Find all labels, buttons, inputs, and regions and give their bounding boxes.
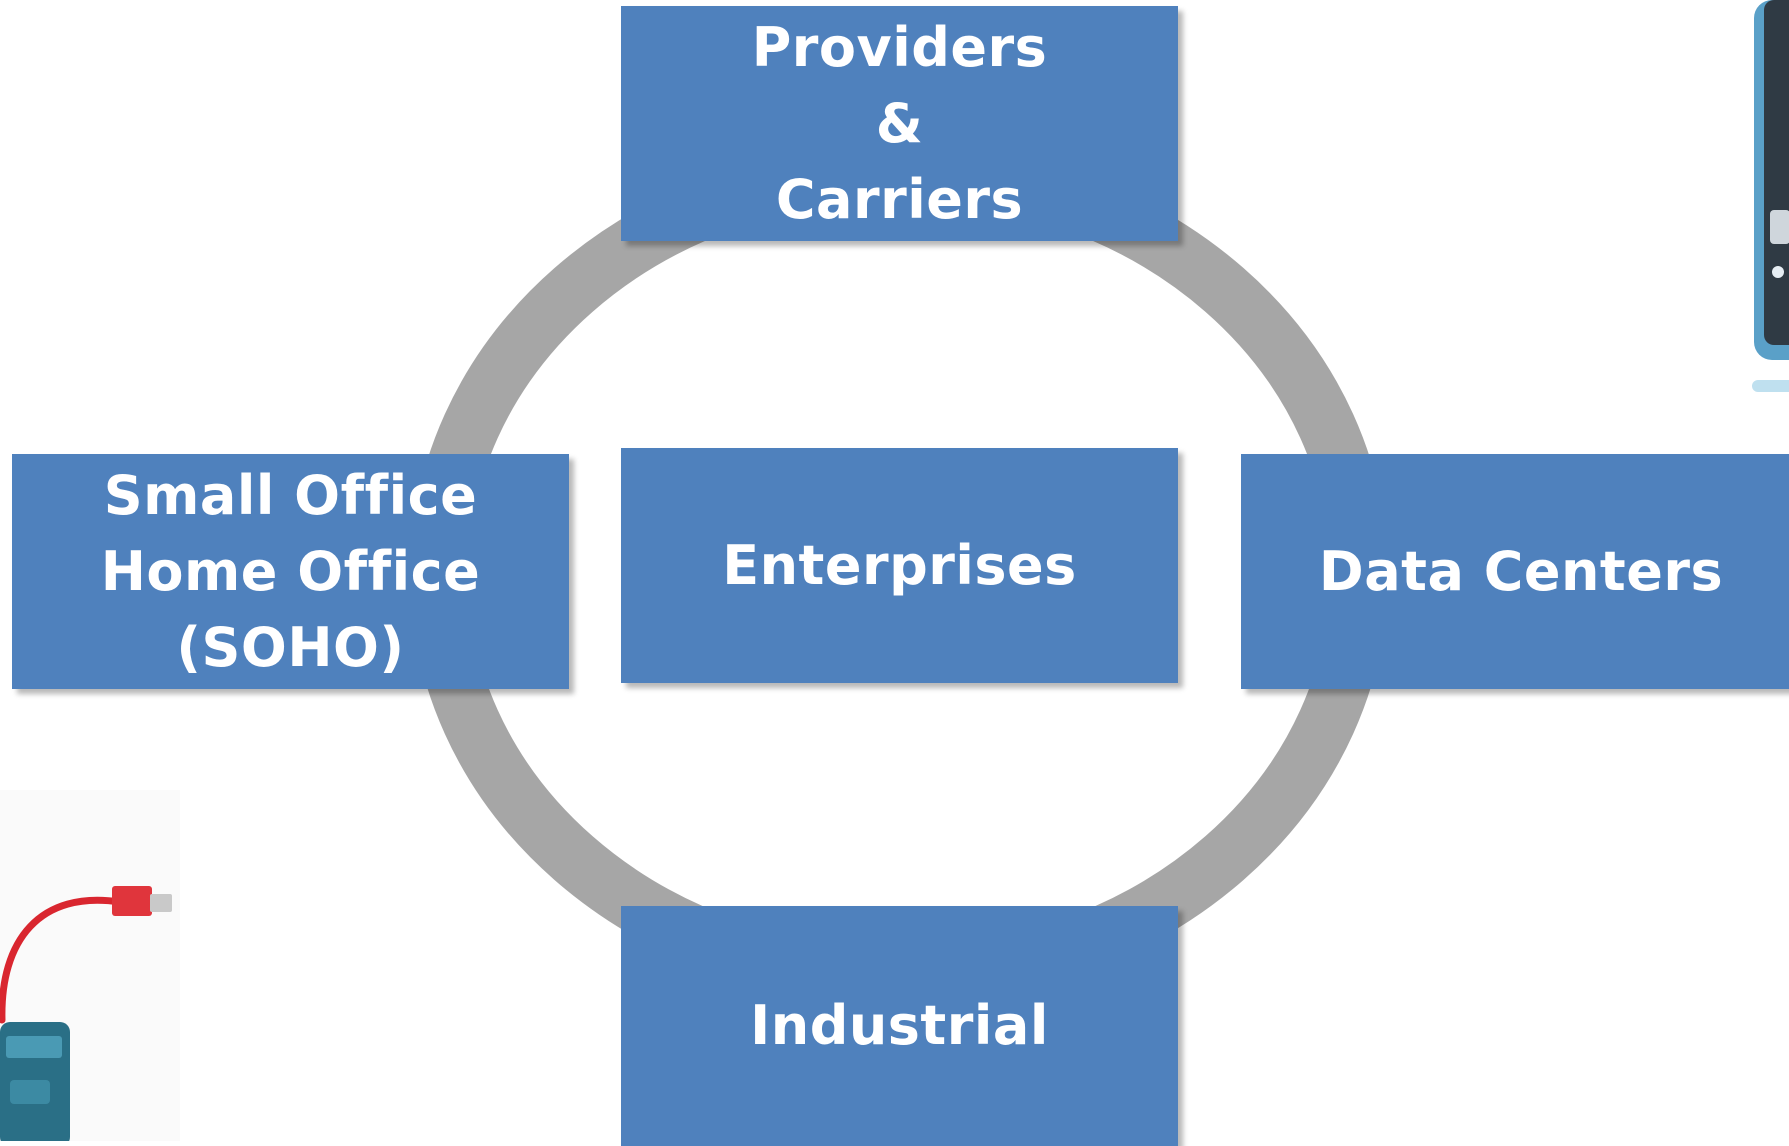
node-label-line: Small Office xyxy=(103,463,478,527)
node-soho: Small Office Home Office (SOHO) xyxy=(12,454,569,689)
node-label-line: Industrial xyxy=(750,994,1049,1057)
node-enterprises: Enterprises xyxy=(621,448,1178,683)
node-label-line: & xyxy=(875,91,924,155)
node-label-line: Enterprises xyxy=(722,533,1077,597)
node-data-centers: Data Centers xyxy=(1241,454,1789,689)
node-providers-carriers: Providers & Carriers xyxy=(621,6,1178,241)
handheld-tester-image xyxy=(1752,0,1789,392)
cable-tester-image xyxy=(0,790,180,1141)
node-label-line: Data Centers xyxy=(1318,539,1724,603)
node-label-line: Home Office xyxy=(100,539,481,603)
node-industrial: Industrial xyxy=(621,906,1178,1146)
node-label-line: Providers xyxy=(751,15,1048,79)
node-label-line: Carriers xyxy=(775,167,1024,231)
node-label-line: (SOHO) xyxy=(176,615,405,679)
